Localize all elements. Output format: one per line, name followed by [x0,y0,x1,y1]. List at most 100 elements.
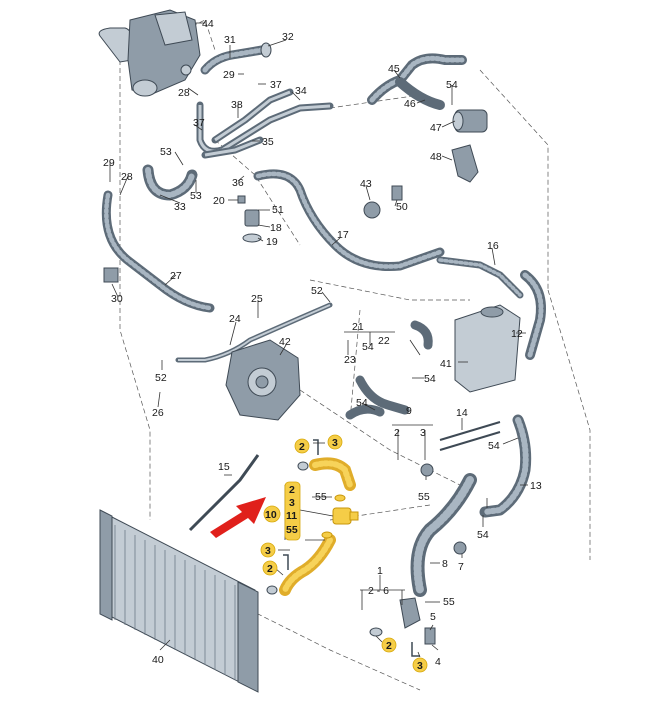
o-ring-32 [260,42,272,58]
hose-33 [142,164,198,201]
label-29: 29 [103,157,115,169]
label-41: 41 [440,358,452,370]
leader-lines [109,22,528,658]
label-54: 54 [488,440,500,452]
bracket-30 [103,267,119,283]
o-ring [266,585,278,595]
fitting-55 [420,463,434,477]
hose-45-46 [367,53,467,110]
label-12: 12 [511,328,523,340]
label-42: 42 [279,336,291,348]
fitting-7 [453,541,467,555]
label-54: 54 [446,79,458,91]
label-55-highlighted: 55 [286,524,298,536]
label-36: 36 [232,177,244,189]
hose-27 [101,190,215,313]
hose-17 [253,169,445,272]
label-25: 25 [251,293,263,305]
label-4: 4 [435,656,441,668]
auxiliary-pump-47 [452,109,488,133]
part-labels: 44 31 32 29 37 28 38 34 37 35 53 53 36 3… [103,18,542,672]
connector-1 [369,597,436,657]
label-13: 13 [530,480,542,492]
clip-3 [283,554,289,570]
highlighted-hose-lower [279,534,336,596]
hose-31 [200,45,267,75]
label-54: 54 [424,373,436,385]
highlighted-seal-55-upper [334,494,346,502]
label-18: 18 [270,222,282,234]
label-2-highlighted: 2 [289,484,295,496]
label-31: 31 [224,34,236,46]
label-15: 15 [218,461,230,473]
coolant-pump-housing [98,9,201,97]
pipe-14 [439,421,501,451]
label-43: 43 [360,178,372,190]
label-46: 46 [404,98,416,110]
label-11-highlighted: 11 [286,510,297,522]
water-pump-42 [225,339,301,421]
o-ring [297,461,309,471]
label-55: 55 [443,596,455,608]
label-10-highlighted: 10 [265,509,277,521]
label-2-highlighted: 2 [386,640,392,652]
radiator-40 [99,509,259,693]
coolant-pipe-38-34 [196,88,334,159]
pipe-15 [188,454,260,532]
label-9: 9 [406,405,412,417]
label-35: 35 [262,136,274,148]
highlighted-t-piece-11 [332,507,359,525]
pointer-arrow [210,497,266,538]
label-27: 27 [170,270,182,282]
label-3-highlighted: 3 [332,437,338,449]
label-29: 29 [223,69,235,81]
label-32: 32 [282,31,294,43]
label-2-highlighted: 2 [267,563,273,575]
label-20: 20 [213,195,225,207]
pipe-24 [175,302,333,363]
label-22: 22 [378,335,390,347]
label-8: 8 [442,558,448,570]
label-52: 52 [311,285,323,297]
highlight-badges [260,434,428,673]
label-3: 3 [420,427,426,439]
label-19: 19 [266,236,278,248]
label-2-highlighted: 2 [299,441,305,453]
label-37: 37 [270,79,282,91]
label-33: 33 [174,201,186,213]
label-55: 55 [418,491,430,503]
label-24: 24 [229,313,241,325]
label-21: 21 [352,321,364,333]
label-2: 2 [394,427,400,439]
highlighted-seal-55-lower [321,531,333,539]
label-3-highlighted: 3 [265,545,271,557]
sensor-43-50 [363,185,403,219]
label-14: 14 [456,407,468,419]
label-16: 16 [487,240,499,252]
highlighted-hose-upper [309,457,356,491]
label-1: 1 [377,565,383,577]
label-54: 54 [477,529,489,541]
label-50: 50 [396,201,408,213]
label-53: 53 [190,190,202,202]
label-34: 34 [295,85,307,97]
fitting-18-19-51 [237,195,262,243]
expansion-tank-41 [454,304,521,393]
hose-13 [479,414,532,518]
label-55: 55 [315,491,327,503]
label-17: 17 [337,229,349,241]
hose-group-21 [345,320,433,420]
label-38: 38 [231,99,243,111]
bracket-48 [451,144,479,183]
label-2-6: 2 - 6 [368,585,389,597]
label-23: 23 [344,354,356,366]
label-40: 40 [152,654,164,666]
label-54: 54 [362,341,374,353]
label-30: 30 [111,293,123,305]
hose-16 [436,256,524,299]
label-3-highlighted: 3 [417,660,423,672]
label-26: 26 [152,407,164,419]
label-54: 54 [356,397,368,409]
label-48: 48 [430,151,442,163]
